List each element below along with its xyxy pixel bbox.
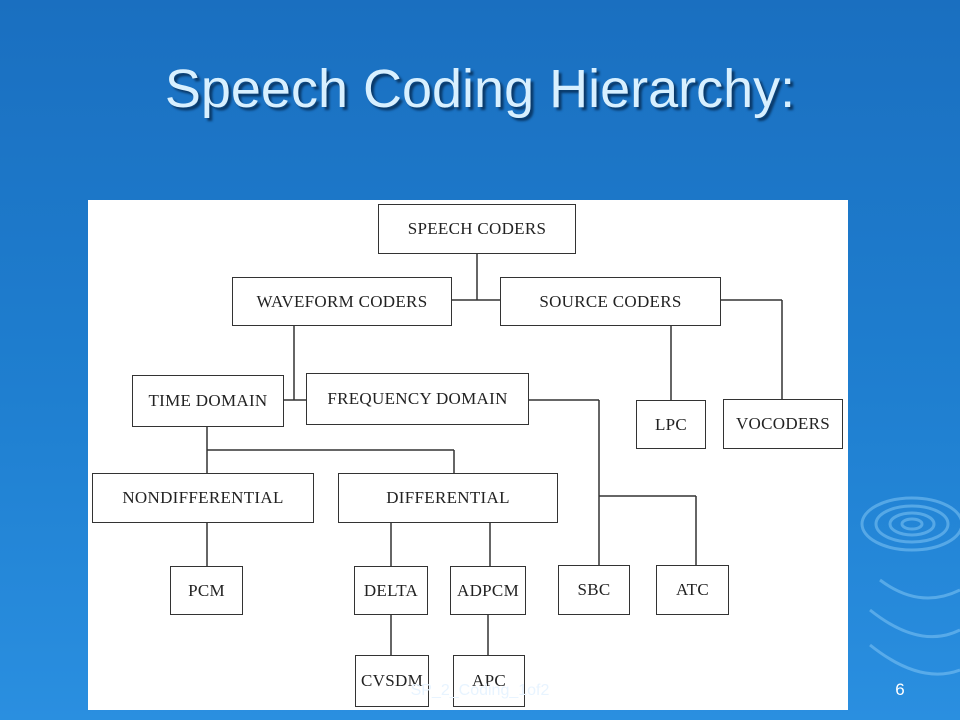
ripple-decoration-icon xyxy=(860,496,960,676)
node-waveform-coders: WAVEFORM CODERS xyxy=(232,277,452,326)
node-delta: DELTA xyxy=(354,566,428,615)
node-frequency-domain: FREQUENCY DOMAIN xyxy=(306,373,529,425)
node-pcm: PCM xyxy=(170,566,243,615)
node-time-domain: TIME DOMAIN xyxy=(132,375,284,427)
slide-footer: SP_2_Coding_1of2 xyxy=(410,682,550,699)
node-vocoders: VOCODERS xyxy=(723,399,843,449)
node-lpc: LPC xyxy=(636,400,706,449)
node-differential: DIFFERENTIAL xyxy=(338,473,558,523)
node-nondifferential: NONDIFFERENTIAL xyxy=(92,473,314,523)
node-source-coders: SOURCE CODERS xyxy=(500,277,721,326)
slide-page-number: 6 xyxy=(895,680,905,699)
node-apc: APC xyxy=(453,655,525,707)
node-atc: ATC xyxy=(656,565,729,615)
node-sbc: SBC xyxy=(558,565,630,615)
node-adpcm: ADPCM xyxy=(450,566,526,615)
slide-title: Speech Coding Hierarchy: xyxy=(164,59,796,119)
connector-lines xyxy=(206,254,783,655)
speech-coding-hierarchy-diagram: SPEECH CODERS WAVEFORM CODERS SOURCE COD… xyxy=(88,200,848,710)
node-speech-coders: SPEECH CODERS xyxy=(378,204,576,254)
node-cvsdm: CVSDM xyxy=(355,655,429,707)
